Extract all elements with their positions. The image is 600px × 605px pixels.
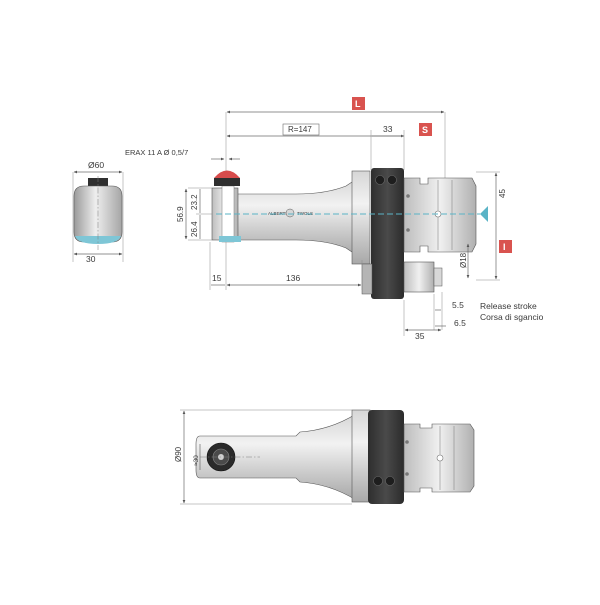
side-collet-ring bbox=[75, 236, 121, 244]
bottom-flange bbox=[351, 409, 371, 503]
main-view: L R=147 33 S ERAX 11 A Ø 0,5/7 ALBERTI T… bbox=[125, 97, 544, 341]
release-stroke-value: 5.5 bbox=[452, 300, 464, 310]
collet-nut bbox=[214, 178, 240, 186]
badge-L-label: L bbox=[355, 99, 361, 109]
height-total-label: 56.9 bbox=[176, 206, 185, 222]
side-diameter-label: Ø60 bbox=[88, 160, 104, 170]
release-offset-label: 35 bbox=[415, 331, 425, 341]
badge-I bbox=[499, 240, 512, 253]
shank-diameter-label: Ø18 bbox=[459, 252, 468, 268]
arm-flange bbox=[351, 170, 371, 265]
interface-height-label: 45 bbox=[498, 189, 507, 198]
side-width-label: 30 bbox=[86, 254, 96, 264]
height-upper-label: 23.2 bbox=[190, 194, 199, 210]
housing-foot bbox=[361, 263, 373, 295]
bottom-view: Ø90 ≈30 bbox=[174, 409, 475, 505]
lower-head-label: ≈30 bbox=[193, 455, 200, 466]
collet-label: ERAX 11 A Ø 0,5/7 bbox=[125, 148, 188, 157]
dark-housing bbox=[371, 168, 404, 299]
brand-left: ALBERTI bbox=[268, 211, 287, 216]
brand-right: TWOLS bbox=[297, 211, 313, 216]
badge-L bbox=[352, 97, 365, 110]
bottom-dark-housing bbox=[368, 410, 404, 504]
body-screw bbox=[285, 208, 295, 218]
radius-box bbox=[282, 123, 320, 136]
badge-I-label: I bbox=[503, 242, 506, 252]
housing-hole-left bbox=[375, 175, 385, 185]
flange-width-label: 33 bbox=[383, 124, 393, 134]
axis-arrow bbox=[480, 206, 488, 222]
side-view: Ø60 30 bbox=[72, 160, 124, 264]
bottom-arm bbox=[195, 413, 357, 501]
height-lower-label: 26.4 bbox=[190, 221, 199, 237]
badge-S-label: S bbox=[422, 125, 428, 135]
housing-hole-right bbox=[387, 175, 397, 185]
release-pin bbox=[433, 267, 443, 287]
arm-body bbox=[235, 177, 359, 257]
arm-length-label: 136 bbox=[286, 273, 300, 283]
body-diameter-label: Ø90 bbox=[174, 446, 183, 462]
red-cap bbox=[214, 170, 240, 178]
release-stroke-total: 6.5 bbox=[454, 318, 466, 328]
release-shaft bbox=[403, 261, 435, 293]
collet-ring-bottom bbox=[219, 236, 241, 242]
badge-S bbox=[419, 123, 432, 136]
radius-label: R=147 bbox=[288, 125, 312, 134]
offset-left-label: 15 bbox=[212, 273, 222, 283]
release-stroke-caption-it: Corsa di sgancio bbox=[480, 312, 544, 322]
release-stroke-caption-en: Release stroke bbox=[480, 301, 537, 311]
